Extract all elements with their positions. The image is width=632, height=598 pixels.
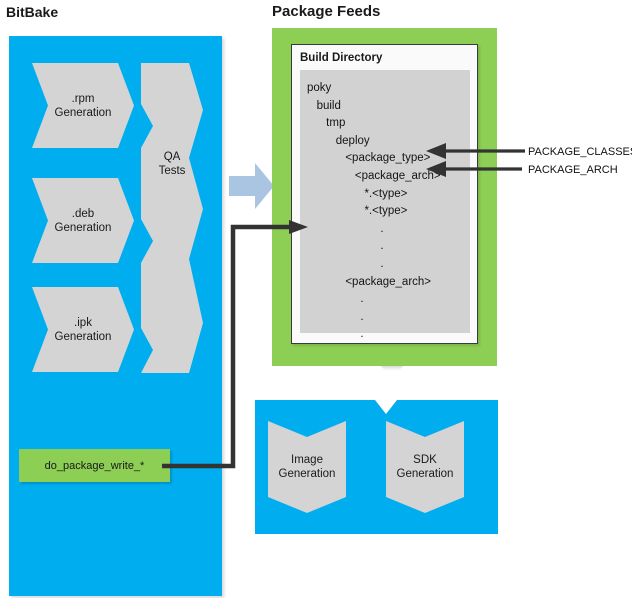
tree-line: build [307,99,341,112]
right-arrow-icon [229,163,274,209]
qa-tests-shape[interactable] [141,63,203,373]
tree-line: poky [307,82,332,94]
tree-line: *.<type> [307,187,408,200]
tree-line: *.<type> [307,205,408,218]
sdk-generation-label-line2: Generation [396,468,454,480]
sdk-generation-label-line1: SDK [413,454,437,466]
build-directory-title: Build Directory [300,52,383,64]
deb-generation-label-line1: .deb [71,207,95,220]
tree-line: <package_arch> [307,169,441,182]
tree-ellipsis-dot: . [380,222,384,235]
tree-ellipsis-dot: . [380,257,384,270]
tree-line: <package_type> [307,152,431,165]
deb-generation-shape[interactable]: .deb Generation [32,178,134,263]
tree-line: deploy [307,134,370,147]
qa-tests-label-line2: Tests [158,165,186,177]
ipk-generation-label-line2: Generation [54,330,112,343]
deb-generation-label-line2: Generation [54,221,112,234]
directory-tree-panel [300,70,470,333]
tree-ellipsis-dot: . [360,328,364,341]
do-package-write-task-box[interactable]: do_package_write_* [19,449,170,482]
image-generation-label-line2: Generation [278,468,336,480]
package-arch-label: PACKAGE_ARCH [528,164,618,176]
directory-tree-text: poky build tmp deploy <package_type> <pa… [307,80,457,344]
bitbake-section-title: BitBake [6,4,59,20]
tree-line: tmp [307,117,346,130]
tree-ellipsis-dot: . [380,240,384,253]
rpm-generation-label-line1: .rpm [71,92,95,105]
image-generation-label-line1: Image [291,454,323,466]
package-classes-label: PACKAGE_CLASSES [528,146,632,158]
ipk-generation-shape[interactable]: .ipk Generation [32,287,134,372]
rpm-generation-shape[interactable]: .rpm Generation [32,63,134,148]
ipk-generation-label-line1: .ipk [74,316,92,329]
tree-ellipsis-dot: . [360,310,364,323]
rpm-generation-label-line2: Generation [54,106,112,119]
package-feeds-section-title: Package Feeds [272,3,381,20]
qa-tests-label-line1: QA [163,151,181,163]
tree-ellipsis-dot: . [360,293,364,306]
tree-line: <package_arch> [307,275,432,288]
do-package-write-label: do_package_write_* [44,459,145,472]
qa-tests-label: QA Tests [141,150,203,178]
variable-callout-arrows [426,143,525,177]
